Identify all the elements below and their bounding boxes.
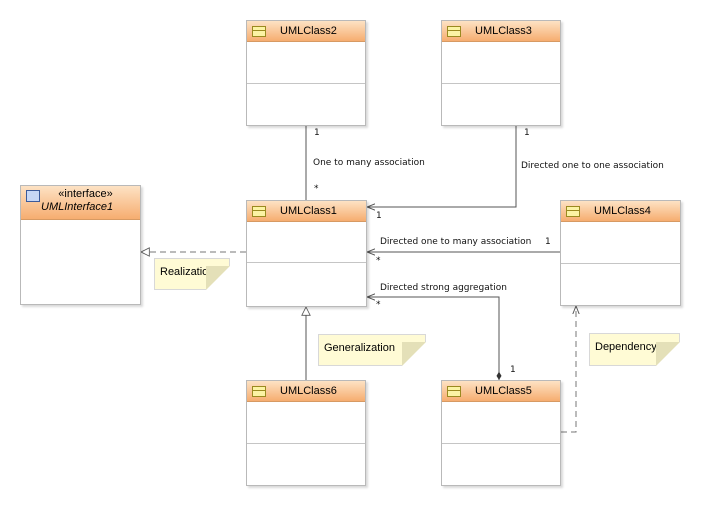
class-icon [447,385,461,397]
label-directed-one-to-many-association: Directed one to many association [380,237,532,247]
interface-stereotype: «interface» [58,188,113,200]
class2-name: UMLClass2 [280,25,337,37]
note-generalization[interactable]: Generalization [318,334,426,366]
multiplicity-class4-end: 1 [545,237,551,247]
class-icon [252,25,266,37]
multiplicity-class1-end-from-class2: * [314,184,319,194]
class5-name: UMLClass5 [475,385,532,397]
directed-association-class3-class1[interactable] [367,126,517,207]
class1-compartment-divider [247,262,366,263]
note-fold-corner [402,342,426,366]
class6-compartment-divider [247,443,365,444]
class3-name: UMLClass3 [475,25,532,37]
class-icon [252,385,266,397]
class6-name: UMLClass6 [280,385,337,397]
note-fold-corner [206,266,230,290]
class4-compartment-divider [561,263,680,264]
class5-compartment-divider [442,443,560,444]
class2-compartment-divider [247,83,365,84]
class-icon [252,205,266,217]
class1-name: UMLClass1 [280,205,337,217]
class4-header: UMLClass4 [561,201,680,222]
uml-class5[interactable]: UMLClass5 [441,380,561,486]
dependency-class5-class4[interactable] [561,306,576,433]
class1-header: UMLClass1 [247,201,366,222]
uml-class4[interactable]: UMLClass4 [560,200,681,306]
note-realization-text: Realization [160,266,215,278]
class-icon [566,205,580,217]
interface-header: «interface» UMLInterface1 [21,186,140,220]
multiplicity-class3-end: 1 [524,128,530,138]
note-realization[interactable]: Realization [154,258,230,290]
class4-name: UMLClass4 [594,205,651,217]
multiplicity-class5-end: 1 [510,365,516,375]
interface-icon [26,190,40,202]
class3-compartment-divider [442,83,560,84]
note-fold-corner [656,342,680,366]
multiplicity-class1-end-from-class3: 1 [376,211,382,221]
multiplicity-class1-end-from-class4: * [376,256,381,266]
uml-class1[interactable]: UMLClass1 [246,200,367,307]
note-dependency[interactable]: Dependency [589,333,680,366]
uml-class3[interactable]: UMLClass3 [441,20,561,126]
note-generalization-text: Generalization [324,342,395,354]
label-directed-strong-aggregation: Directed strong aggregation [380,283,508,293]
class2-header: UMLClass2 [247,21,365,42]
note-dependency-text: Dependency [595,341,657,353]
multiplicity-class2-end: 1 [314,128,320,138]
aggregation-class5-class1[interactable] [367,297,499,380]
label-one-to-many-association: One to many association [313,158,425,168]
uml-class6[interactable]: UMLClass6 [246,380,366,486]
class5-header: UMLClass5 [442,381,560,402]
class-icon [447,25,461,37]
multiplicity-class1-end-from-class5: * [376,300,381,310]
interface-name: UMLInterface1 [41,201,114,213]
class3-header: UMLClass3 [442,21,560,42]
uml-class2[interactable]: UMLClass2 [246,20,366,126]
uml-interface1[interactable]: «interface» UMLInterface1 [20,185,141,305]
label-directed-one-to-one-association: Directed one to one association [521,161,664,171]
class6-header: UMLClass6 [247,381,365,402]
